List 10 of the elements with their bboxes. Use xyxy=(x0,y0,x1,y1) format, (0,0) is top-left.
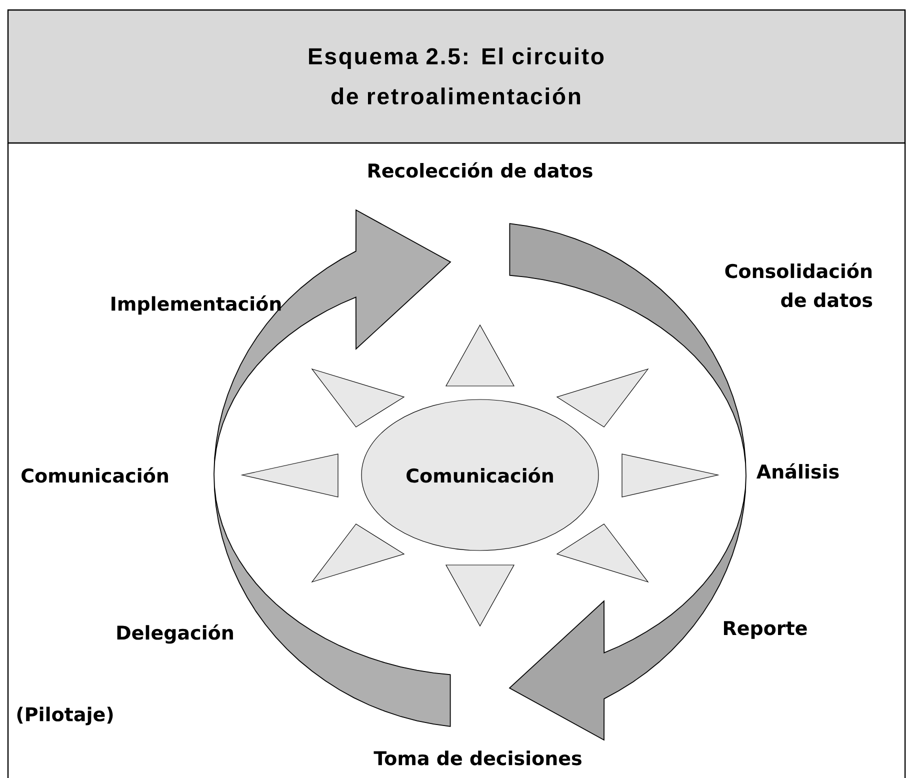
step-label: Reporte xyxy=(724,621,807,639)
step-label: Análisis xyxy=(756,463,839,479)
step-label: Implementación xyxy=(112,295,281,315)
step-label: Consolidación de datos xyxy=(725,262,872,308)
step-label: (Pilotaje) xyxy=(17,706,113,726)
title: Esquema 2.5: El circuito de retroalimentación xyxy=(309,48,604,104)
step-label: Toma de decisiones xyxy=(374,750,582,766)
step-label: Comunicación xyxy=(22,467,168,483)
step-label: Recolección de datos xyxy=(368,162,592,178)
step-label: Delegación xyxy=(117,624,233,644)
